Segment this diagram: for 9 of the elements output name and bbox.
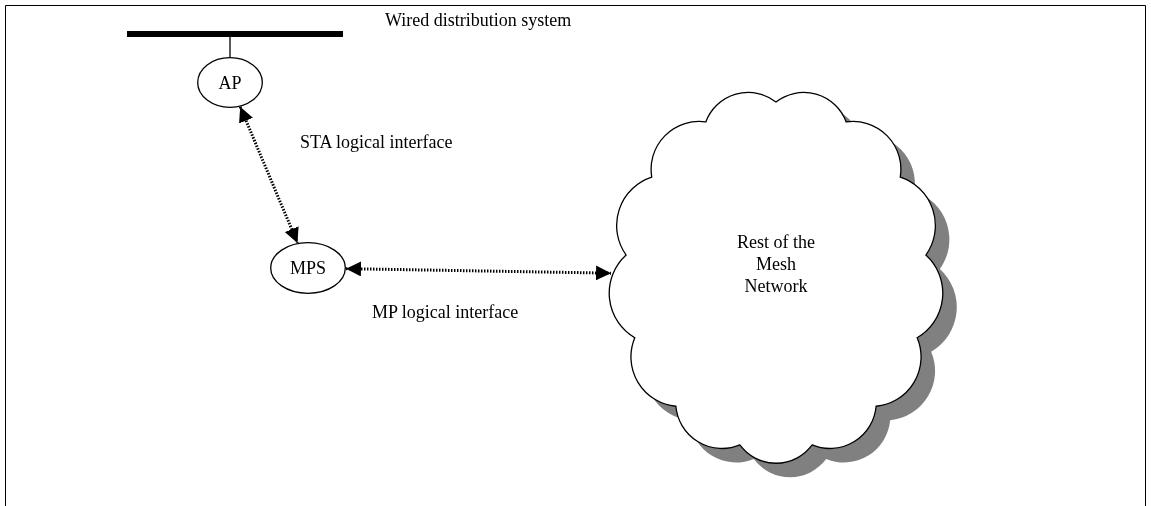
edge-label: MP logical interface [370,301,521,323]
connector-line [229,36,231,58]
node-label: MPS [289,257,327,279]
double-arrow [238,106,299,244]
edge-label: STA logical interface [298,131,455,153]
double-arrow [345,261,612,281]
bus-bar [127,31,343,37]
node-label: AP [217,71,243,94]
node-label: Rest of the Mesh Network [736,231,816,297]
